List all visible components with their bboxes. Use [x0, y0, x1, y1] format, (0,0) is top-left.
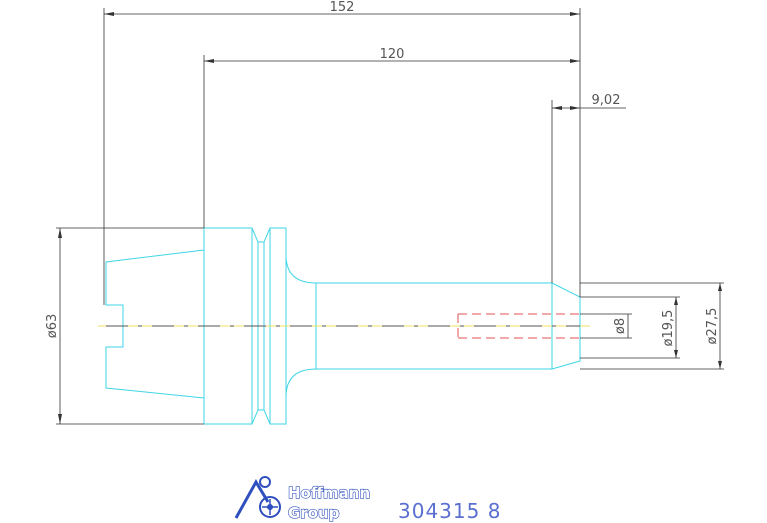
dim-flange-diameter: ø63: [45, 314, 60, 339]
fillet-top: [285, 228, 317, 284]
hidden-bore: [457, 313, 580, 339]
dim-chamfer-length: 9,02: [592, 93, 621, 108]
collet-taper-outline: [105, 249, 205, 399]
dim-tip-diameter: ø27,5: [705, 308, 720, 345]
v-groove: [251, 227, 271, 243]
dimension-lines: [56, 8, 724, 425]
logo-wordmark-line1: Hoffmann: [288, 484, 370, 502]
article-number: 304315 8: [398, 499, 501, 523]
dim-shank-diameter: ø19,5: [661, 310, 676, 347]
dim-bore-diameter: ø8: [613, 318, 628, 334]
hoffmann-group-logo-icon: [234, 476, 281, 519]
logo-wordmark-line2: Group: [288, 504, 340, 522]
v-groove-bottom: [251, 409, 271, 425]
dim-flange-to-end: 120: [380, 47, 405, 62]
chamfer-tip: [551, 282, 581, 370]
hoffmann-group-logo: Hoffmann Group: [234, 476, 371, 523]
fillet-bottom: [285, 368, 317, 424]
dim-overall-length: 152: [330, 0, 355, 15]
